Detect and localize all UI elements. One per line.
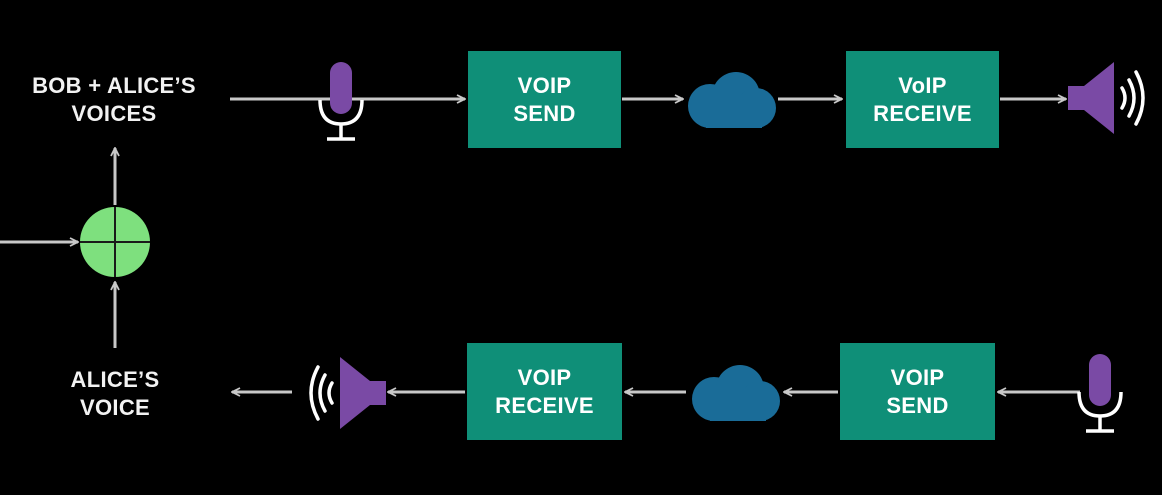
microphone-icon [318,62,364,141]
label-bob-alice-voices: BOB + ALICE’S VOICES [32,73,196,126]
microphone-icon [1077,354,1123,433]
voip-send-box-bottom: VOIP SEND [840,343,995,440]
mixer-icon [80,207,150,277]
voip-send-box-top: VOIP SEND [468,51,621,148]
voip-receive-box-top: VoIP RECEIVE [846,51,999,148]
cloud-icon [688,72,776,128]
voip-receive-box-bottom: VOIP RECEIVE [467,343,622,440]
cloud-icon [692,365,780,421]
speaker-icon [1068,62,1145,134]
speaker-icon [309,357,386,429]
label-alice-voice: ALICE’S VOICE [70,367,160,420]
